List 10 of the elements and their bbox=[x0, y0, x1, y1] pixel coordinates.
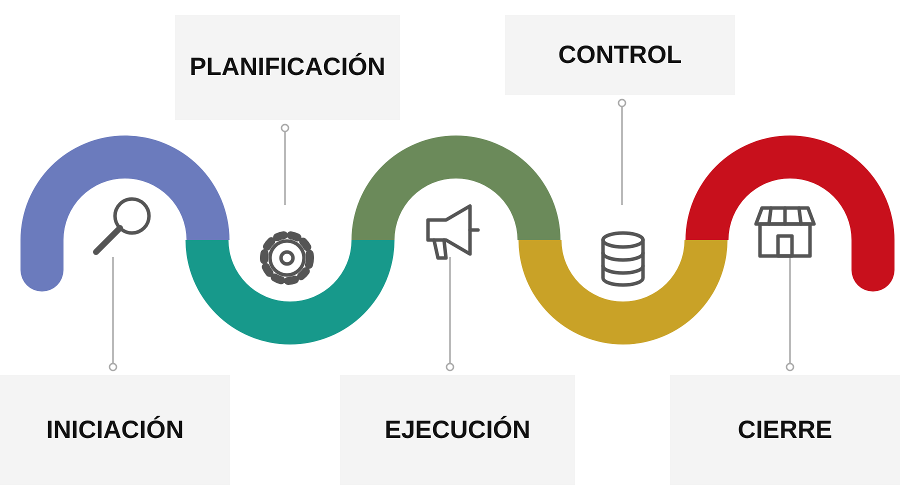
stage-label: CIERRE bbox=[670, 375, 900, 485]
stage-label: CONTROL bbox=[505, 15, 735, 95]
leader-line bbox=[618, 98, 626, 205]
stage-label: EJECUCIÓN bbox=[340, 375, 575, 485]
leader-line bbox=[446, 257, 454, 372]
leader-line bbox=[280, 124, 290, 205]
leader-line bbox=[786, 257, 794, 372]
stage-label: PLANIFICACIÓN bbox=[175, 15, 400, 120]
stage-label: INICIACIÓN bbox=[0, 375, 230, 485]
leader-line bbox=[108, 257, 118, 372]
